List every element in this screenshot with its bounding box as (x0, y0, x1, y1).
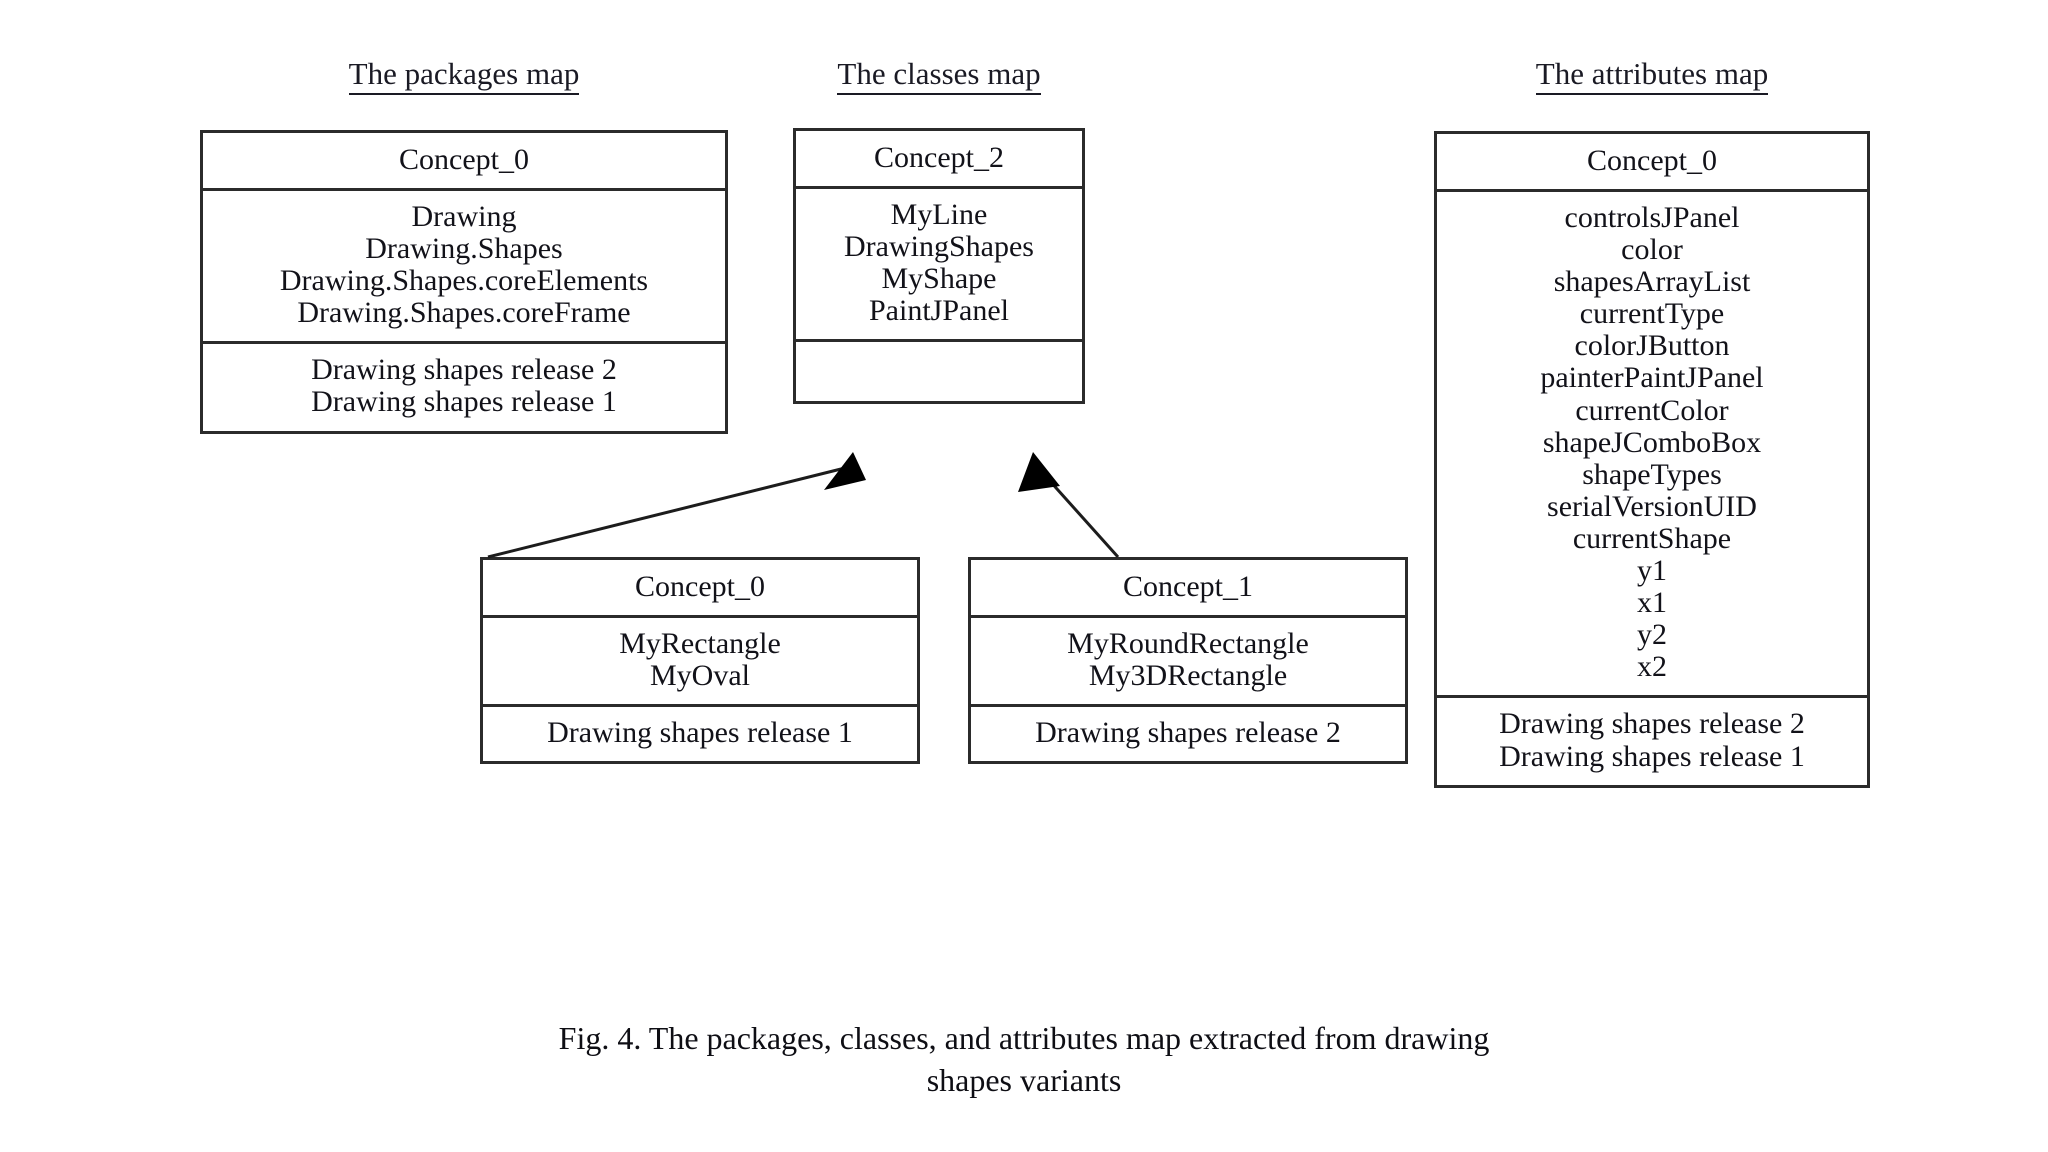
concept-item: colorJButton (1574, 329, 1730, 363)
concept-item: MyRectangle (619, 627, 781, 660)
packages-concept-box: Concept_0 Drawing Drawing.Shapes Drawing… (200, 130, 728, 434)
classes-map-title-text: The classes map (837, 56, 1041, 95)
generalization-arrow-right (1018, 452, 1120, 559)
concept-item: Drawing.Shapes (365, 232, 563, 266)
concept-header: Concept_1 (971, 560, 1405, 618)
concept-variants-list: Drawing shapes release 2 Drawing shapes … (1437, 695, 1867, 784)
concept-items-list: controlsJPanel color shapesArrayList cur… (1437, 192, 1867, 695)
concept-item: MyOval (650, 659, 750, 693)
concept-items-list: MyRectangle MyOval (483, 618, 917, 704)
attributes-concept-box: Concept_0 controlsJPanel color shapesArr… (1434, 131, 1870, 788)
classes-concept-box: Concept_2 MyLine DrawingShapes MyShape P… (793, 128, 1085, 405)
concept-items-list: MyLine DrawingShapes MyShape PaintJPanel (796, 189, 1082, 339)
concept-variant: Drawing shapes release 2 (311, 353, 617, 387)
classes-subconcept-box-left: Concept_0 MyRectangle MyOval Drawing sha… (480, 557, 920, 765)
concept-item: shapesArrayList (1553, 265, 1751, 299)
concept-item: shapeTypes (1582, 457, 1722, 491)
concept-item: My3DRectangle (1088, 659, 1288, 693)
concept-variant: Drawing shapes release 1 (547, 716, 853, 750)
concept-variants-empty-section (796, 339, 1082, 401)
concept-header: Concept_0 (483, 560, 917, 618)
concept-item: Drawing.Shapes.coreElements (279, 264, 649, 298)
concept-item: Drawing (411, 200, 517, 233)
concept-items-list: Drawing Drawing.Shapes Drawing.Shapes.co… (203, 191, 725, 341)
concept-header: Concept_0 (1437, 134, 1867, 192)
attributes-map-title: The attributes map (1434, 56, 1870, 95)
concept-item: serialVersionUID (1547, 489, 1757, 523)
attributes-map-title-text: The attributes map (1535, 56, 1769, 95)
concept-item: color (1621, 233, 1683, 267)
concept-item: y2 (1637, 618, 1667, 652)
figure-caption-line-1: Fig. 4. The packages, classes, and attri… (558, 1020, 1490, 1056)
concept-variants-list: Drawing shapes release 2 (971, 704, 1405, 761)
concept-variants-list: Drawing shapes release 1 (483, 704, 917, 761)
concept-item: y1 (1637, 554, 1667, 588)
packages-map-title-text: The packages map (348, 56, 580, 95)
generalization-arrow-left (487, 452, 866, 559)
concept-item: DrawingShapes (844, 230, 1034, 264)
concept-variant: Drawing shapes release 2 (1035, 716, 1341, 750)
concept-item: currentType (1579, 297, 1725, 331)
concept-variant: Drawing shapes release 1 (1499, 739, 1805, 773)
concept-item: MyRoundRectangle (1067, 627, 1309, 660)
concept-item: painterPaintJPanel (1540, 361, 1764, 395)
concept-variant: Drawing shapes release 2 (1499, 707, 1805, 741)
concept-item: currentColor (1575, 393, 1729, 427)
concept-item: MyLine (890, 198, 988, 231)
classes-subconcept-box-right: Concept_1 MyRoundRectangle My3DRectangle… (968, 557, 1408, 765)
concept-item: currentShape (1572, 521, 1732, 555)
concept-variants-list: Drawing shapes release 2 Drawing shapes … (203, 341, 725, 430)
concept-variant: Drawing shapes release 1 (311, 385, 617, 419)
concept-item: controlsJPanel (1564, 201, 1740, 234)
concept-item: x2 (1637, 650, 1667, 684)
figure-caption: Fig. 4. The packages, classes, and attri… (324, 1018, 1724, 1101)
concept-item: PaintJPanel (869, 294, 1009, 328)
classes-map-title: The classes map (793, 56, 1085, 95)
concept-item: Drawing.Shapes.coreFrame (297, 296, 631, 330)
concept-items-list: MyRoundRectangle My3DRectangle (971, 618, 1405, 704)
packages-map-title: The packages map (200, 56, 728, 95)
concept-item: MyShape (881, 262, 997, 296)
concept-header: Concept_2 (796, 131, 1082, 189)
figure-caption-line-2: shapes variants (926, 1061, 1122, 1098)
concept-item: shapeJComboBox (1542, 425, 1762, 459)
concept-header: Concept_0 (203, 133, 725, 191)
concept-item: x1 (1637, 586, 1667, 620)
